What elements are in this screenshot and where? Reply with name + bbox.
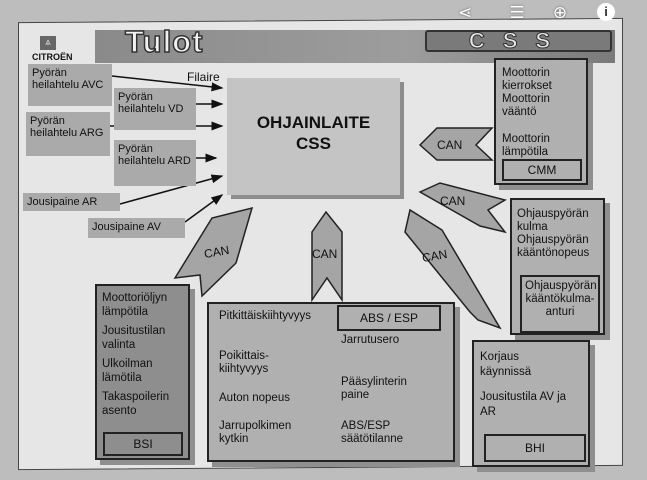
bhi-box: Korjaus käynnissä Jousitustila AV ja AR … bbox=[472, 340, 590, 467]
bhi-label: BHI bbox=[484, 434, 586, 462]
signal: Moottorin vääntö bbox=[502, 93, 550, 118]
signal: Ohjauspyörän kulma bbox=[517, 208, 589, 233]
input-vd: Pyörän heilahtelu VD bbox=[114, 88, 196, 130]
can-label: CAN bbox=[437, 138, 463, 152]
can-arrow-bhi bbox=[404, 208, 502, 330]
steering-box: Ohjauspyörän kulma Ohjauspyörän kääntöno… bbox=[510, 198, 605, 335]
zoom-in-icon[interactable]: ⊕ bbox=[552, 3, 568, 22]
can-arrow-cmm bbox=[418, 127, 494, 161]
arrow-jousipaine-av bbox=[184, 194, 224, 223]
signal: Poikittais-kiihtyvyys bbox=[219, 350, 269, 375]
signal: Ulkoilman lämötila bbox=[102, 358, 153, 384]
signal: Moottoriöljyn lämpötila bbox=[102, 292, 168, 318]
ecu-title: OHJAINLAITE bbox=[256, 113, 371, 132]
css-logo: CSS bbox=[425, 29, 612, 52]
signal: Jousitustila AV ja AR bbox=[480, 391, 567, 418]
signal: Ohjauspyörän kääntönopeus bbox=[517, 234, 590, 259]
can-label: CAN bbox=[312, 247, 338, 261]
input-ard: Pyörän heilahtelu ARD bbox=[114, 140, 196, 186]
signal: Moottorin lämpötila bbox=[502, 133, 550, 158]
can-arrow-steering bbox=[418, 182, 507, 234]
arrow-avc bbox=[111, 75, 224, 92]
can-arrow-abs bbox=[311, 210, 343, 303]
wired-label: Filaire bbox=[187, 70, 220, 84]
brand-logo: CITROËN bbox=[32, 52, 73, 62]
signal: Jarrutusero bbox=[341, 334, 400, 346]
cmm-box: Moottorin kierrokset Moottorin vääntö Mo… bbox=[494, 58, 588, 185]
input-arg: Pyörän heilahtelu ARG bbox=[26, 112, 110, 156]
can-arrow-bsi bbox=[173, 206, 254, 298]
steering-sensor-label: Ohjauspyörän kääntökulma-anturi bbox=[520, 275, 600, 333]
signal: Pitkittäiskiihtyvyys bbox=[219, 310, 312, 322]
arrow-jousipaine-ar bbox=[119, 174, 224, 205]
input-jousipaine-av: Jousipaine AV bbox=[88, 218, 185, 238]
info-icon[interactable]: i bbox=[597, 3, 615, 21]
signal: ABS/ESP säätötilanne bbox=[341, 420, 404, 445]
signal: Takaspoilerin asento bbox=[102, 391, 170, 417]
signal: Korjaus käynnissä bbox=[480, 351, 532, 378]
signal: Jousitustilan valinta bbox=[102, 325, 166, 351]
ecu-css: OHJAINLAITE CSS bbox=[227, 78, 400, 195]
signal: Pääsylinterin paine bbox=[341, 376, 407, 401]
bsi-label: BSI bbox=[103, 432, 183, 456]
cmm-label: CMM bbox=[502, 159, 582, 181]
ecu-subtitle: CSS bbox=[296, 134, 331, 153]
input-avc: Pyörän heilahtelu AVC bbox=[28, 64, 112, 106]
signal: Jarrupolkimen kytkin bbox=[219, 420, 292, 445]
abs-box: ABS / ESP Pitkittäiskiihtyvyys Poikittai… bbox=[207, 302, 455, 462]
input-jousipaine-ar: Jousipaine AR bbox=[23, 193, 120, 211]
citroen-chevron-icon: ⩓ bbox=[40, 36, 56, 50]
signal: Moottorin kierrokset bbox=[502, 67, 552, 92]
bsi-box: Moottoriöljyn lämpötila Jousitustilan va… bbox=[95, 284, 190, 460]
signal: Auton nopeus bbox=[219, 392, 290, 404]
tune-icon[interactable]: ☰ bbox=[509, 3, 525, 22]
abs-label: ABS / ESP bbox=[337, 305, 441, 331]
can-label: CAN bbox=[440, 194, 466, 208]
share-icon[interactable]: ⋖ bbox=[457, 3, 473, 22]
page-title: Tulot bbox=[124, 23, 204, 60]
